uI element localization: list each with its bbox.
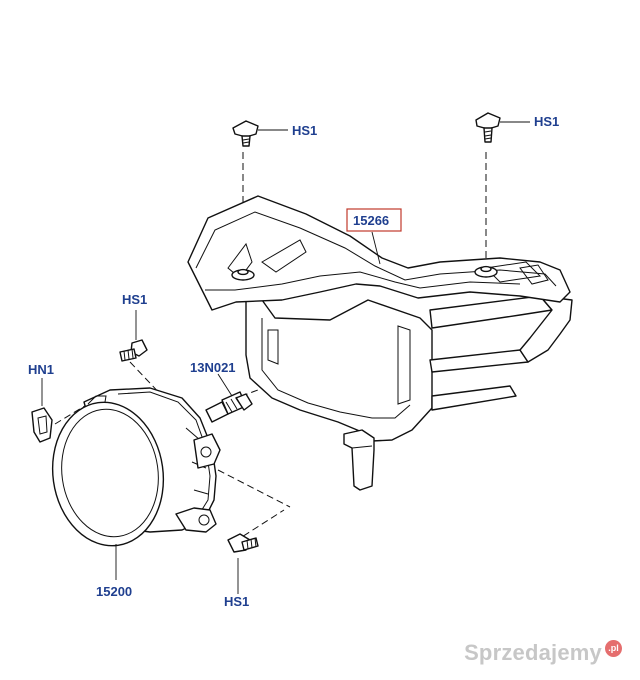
label-hn1: HN1 <box>28 362 54 377</box>
label-hs1-left: HS1 <box>122 292 147 307</box>
part-number-box-15266 <box>346 208 402 232</box>
bracket-15266 <box>187 195 573 491</box>
leader-lines <box>41 121 530 594</box>
watermark-badge: .pl <box>605 639 622 657</box>
screw-hs1-top-right <box>475 112 501 143</box>
screw-hs1-bottom <box>227 533 259 553</box>
watermark-text: Sprzedajemy <box>464 640 602 665</box>
fog-lamp-15200 <box>51 387 221 547</box>
callout-labels: HS1 HS1 15266 HS1 HN1 13N021 15200 HS1 <box>28 114 559 609</box>
sprzedajemy-watermark: Sprzedajemy .pl <box>464 639 622 666</box>
clip-hn1 <box>31 407 53 443</box>
label-hs1-top-left: HS1 <box>292 123 317 138</box>
label-15266: 15266 <box>353 213 389 228</box>
label-13n021: 13N021 <box>190 360 236 375</box>
screw-hs1-top-left <box>232 120 259 147</box>
label-hs1-top-right: HS1 <box>534 114 559 129</box>
bolt-13n021 <box>205 391 253 423</box>
label-hs1-bottom: HS1 <box>224 594 249 609</box>
label-15200: 15200 <box>96 584 132 599</box>
screw-hs1-left <box>119 339 148 362</box>
